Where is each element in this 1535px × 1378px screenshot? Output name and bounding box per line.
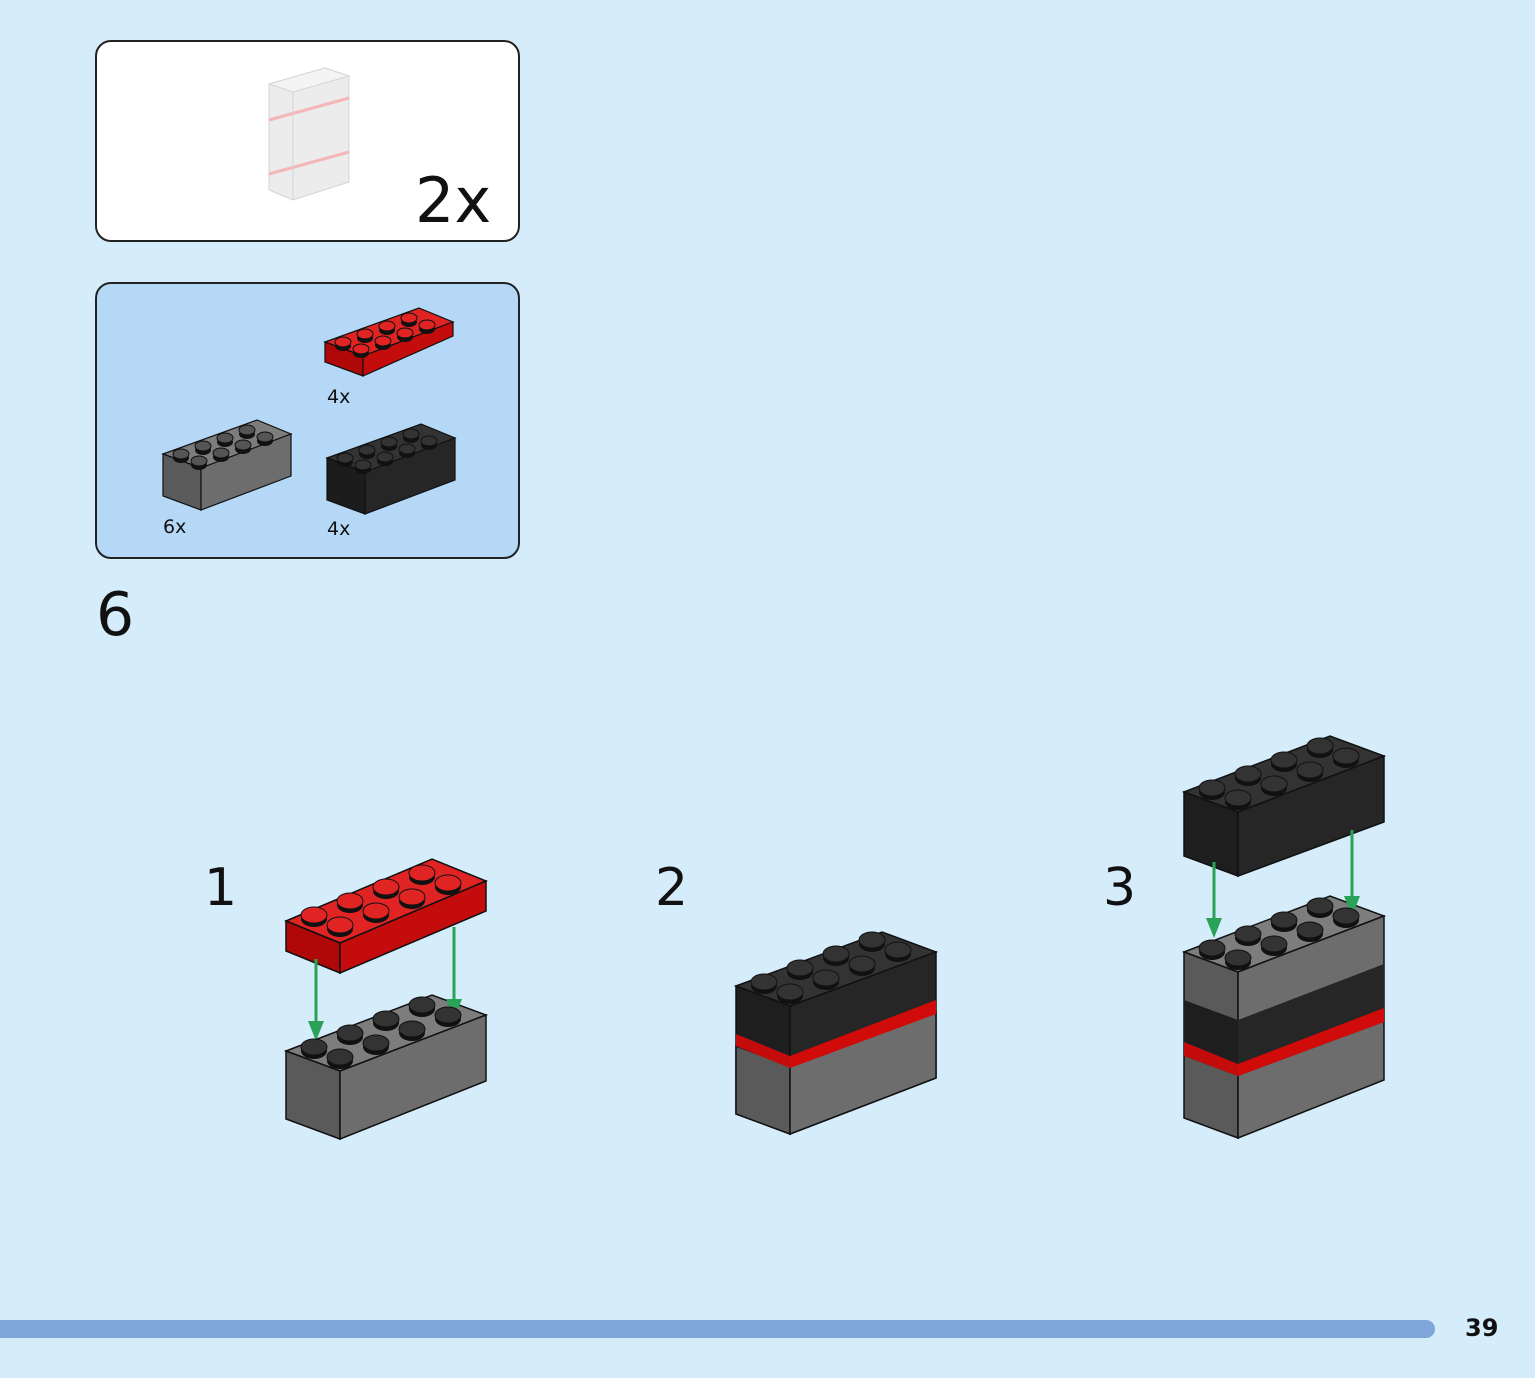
stud (812, 969, 840, 987)
substep-1-red-plate-on-gray-icon (283, 858, 489, 1141)
stud (362, 902, 390, 920)
result-multiplier: 2x (415, 164, 492, 237)
gray-brick-qty: 6x (163, 516, 187, 538)
stud (408, 864, 436, 882)
stud (786, 959, 814, 977)
substep-3-number: 3 (1103, 858, 1137, 918)
substep-1-number: 1 (204, 858, 238, 918)
stud (380, 436, 398, 448)
stud (1270, 911, 1298, 929)
stud (858, 931, 886, 949)
stud (1306, 897, 1334, 915)
stud (190, 455, 208, 467)
stud (402, 428, 420, 440)
stud (216, 432, 234, 444)
progress-bar (0, 1320, 1435, 1338)
step-number: 6 (96, 580, 135, 650)
stud (358, 444, 376, 456)
stud (822, 945, 850, 963)
stud (398, 888, 426, 906)
stud (300, 1038, 328, 1056)
stud (372, 878, 400, 896)
stud (256, 431, 274, 443)
stud (1198, 939, 1226, 957)
stud (336, 892, 364, 910)
black-brick-2x4-icon (325, 423, 457, 515)
stud (750, 973, 778, 991)
stud (420, 435, 438, 447)
stud (1224, 789, 1252, 807)
stud (418, 319, 436, 331)
stud (1234, 765, 1262, 783)
stud (1332, 907, 1360, 925)
stud (434, 1006, 462, 1024)
stud (238, 424, 256, 436)
stud (776, 983, 804, 1001)
stud (378, 320, 396, 332)
stud (352, 343, 370, 355)
stud (300, 906, 328, 924)
page-number: 39 (1465, 1314, 1499, 1342)
stud (884, 941, 912, 959)
stud (372, 1010, 400, 1028)
stud (1306, 737, 1334, 755)
stud (408, 996, 436, 1014)
stud (336, 452, 354, 464)
stud (396, 327, 414, 339)
stud (376, 451, 394, 463)
stud (1224, 949, 1252, 967)
stud (398, 443, 416, 455)
substep-2-number: 2 (655, 858, 689, 918)
red-plate-2x4-icon (323, 307, 455, 377)
stud (334, 336, 352, 348)
stud (362, 1034, 390, 1052)
result-preview-panel: 2x (95, 40, 520, 242)
stud (398, 1020, 426, 1038)
stud (1270, 751, 1298, 769)
stud (1296, 921, 1324, 939)
stud (434, 874, 462, 892)
stud (1198, 779, 1226, 797)
substep-2-stack-icon (733, 931, 939, 1136)
stud (400, 312, 418, 324)
stud (354, 459, 372, 471)
stud (194, 440, 212, 452)
stud (356, 328, 374, 340)
stud (326, 1048, 354, 1066)
stud (1260, 775, 1288, 793)
substep-3-add-black-brick-icon (1181, 735, 1387, 1140)
red-plate-qty: 4x (327, 386, 351, 408)
stud (1260, 935, 1288, 953)
stud (326, 916, 354, 934)
black-brick-qty: 4x (327, 518, 351, 540)
assembled-stack-ghost-icon (267, 67, 351, 201)
stud (234, 439, 252, 451)
stud (374, 335, 392, 347)
stud (848, 955, 876, 973)
stud (336, 1024, 364, 1042)
stud (1296, 761, 1324, 779)
gray-brick-2x4-icon (161, 419, 293, 511)
parts-list-panel: 4x 6x 4x (95, 282, 520, 559)
stud (212, 447, 230, 459)
stud (1234, 925, 1262, 943)
stud (172, 448, 190, 460)
stud (1332, 747, 1360, 765)
